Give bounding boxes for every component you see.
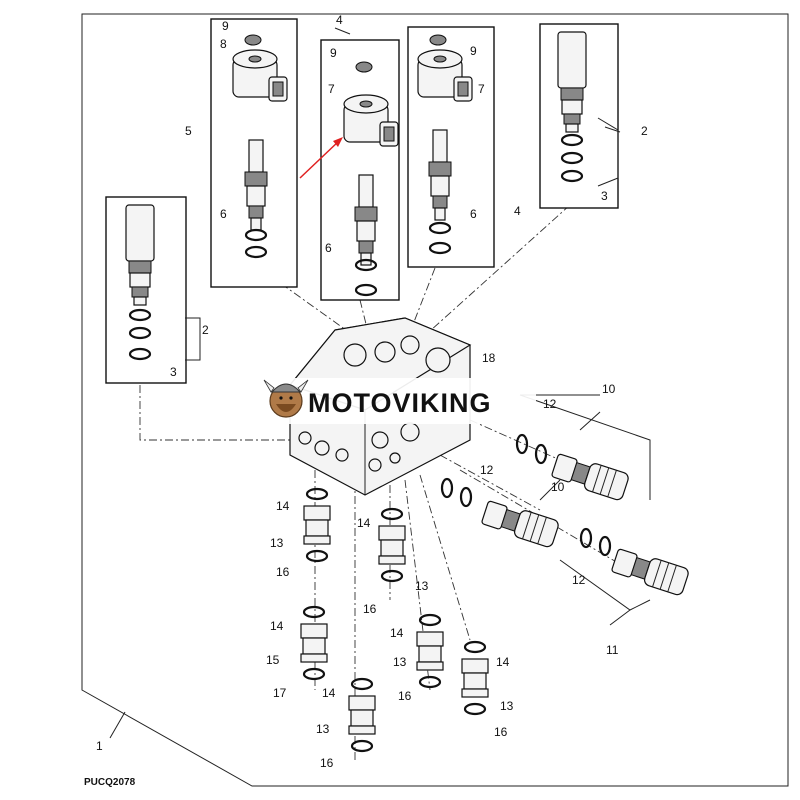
callout-16: 16 xyxy=(494,725,508,739)
callout-5: 5 xyxy=(185,124,192,138)
callout-7: 7 xyxy=(328,82,335,96)
viking-mascot-icon xyxy=(263,379,309,418)
callout-16: 16 xyxy=(276,565,290,579)
callout-13: 13 xyxy=(415,579,429,593)
port-fittings xyxy=(299,487,490,753)
relief-valve-box-right xyxy=(539,23,619,209)
callout-13: 13 xyxy=(270,536,284,550)
callout-10: 10 xyxy=(551,480,565,494)
watermark-text: MOTOVIKING xyxy=(308,388,492,418)
callout-1: 1 xyxy=(96,739,103,753)
callout-labels: 1 2 2 3 3 4 4 5 6 6 6 7 7 8 9 9 9 10 10 … xyxy=(96,13,648,770)
diagram-reference-code: PUCQ2078 xyxy=(84,777,136,788)
callout-12: 12 xyxy=(480,463,494,477)
callout-9: 9 xyxy=(470,44,477,58)
callout-16: 16 xyxy=(363,602,377,616)
callout-2: 2 xyxy=(202,323,209,337)
callout-14: 14 xyxy=(390,626,404,640)
callout-6: 6 xyxy=(470,207,477,221)
callout-2: 2 xyxy=(641,124,648,138)
callout-11: 11 xyxy=(606,643,619,657)
assembly-frame xyxy=(81,13,789,787)
callout-14: 14 xyxy=(276,499,290,513)
watermark: MOTOVIKING xyxy=(262,378,536,424)
callout-14: 14 xyxy=(357,516,371,530)
callout-3: 3 xyxy=(601,189,608,203)
callout-15: 15 xyxy=(266,653,280,667)
callout-17: 17 xyxy=(273,686,287,700)
callout-13: 13 xyxy=(500,699,514,713)
callout-14: 14 xyxy=(322,686,336,700)
callout-9: 9 xyxy=(330,46,337,60)
callout-13: 13 xyxy=(393,655,407,669)
callout-7: 7 xyxy=(478,82,485,96)
callout-12: 12 xyxy=(572,573,586,587)
callout-3: 3 xyxy=(170,365,177,379)
solenoid-box-right xyxy=(407,26,495,268)
callout-16: 16 xyxy=(320,756,334,770)
callout-4: 4 xyxy=(336,13,343,27)
callout-14: 14 xyxy=(270,619,284,633)
solenoid-box-left xyxy=(210,18,298,288)
callout-10: 10 xyxy=(602,382,616,396)
callout-6: 6 xyxy=(325,241,332,255)
callout-leaders xyxy=(109,27,631,739)
solenoid-box-center xyxy=(320,39,400,301)
relief-valve-box-left xyxy=(105,196,187,384)
callout-9: 9 xyxy=(222,19,229,33)
callout-4: 4 xyxy=(514,204,521,218)
callout-18: 18 xyxy=(482,351,496,365)
highlight-arrow xyxy=(299,137,343,179)
callout-8: 8 xyxy=(220,37,227,51)
callout-12: 12 xyxy=(543,397,557,411)
callout-6: 6 xyxy=(220,207,227,221)
callout-14: 14 xyxy=(496,655,510,669)
callout-13: 13 xyxy=(316,722,330,736)
cartridge-valves xyxy=(440,433,691,597)
callout-16: 16 xyxy=(398,689,412,703)
